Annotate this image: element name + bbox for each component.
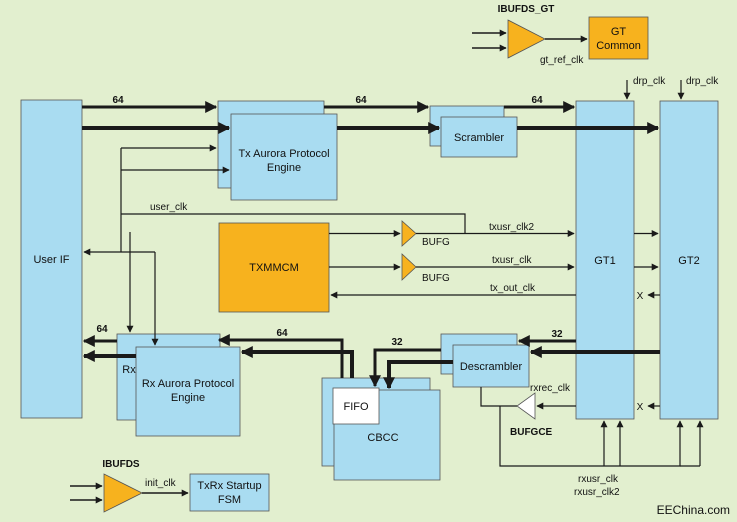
gt-common-label-2: Common — [596, 40, 641, 52]
descrambler-label: Descrambler — [460, 361, 523, 373]
user-if-label: User IF — [33, 254, 69, 266]
rx-engine-back-label: Rx — [122, 364, 136, 376]
txusr-clk-label: txusr_clk — [492, 255, 532, 266]
bufg-2-buffer: BUFG — [401, 253, 450, 284]
bufg-1-buffer: BUFG — [401, 220, 450, 248]
cbcc-label: CBCC — [367, 432, 398, 444]
startup-fsm-block: TxRx Startup FSM — [189, 473, 270, 512]
drp-clk-2-label: drp_clk — [686, 76, 719, 87]
wires — [70, 29, 704, 504]
scrambler-label: Scrambler — [454, 132, 504, 144]
startup-fsm-label-2: FSM — [218, 494, 241, 506]
txmmcm-label: TXMMCM — [249, 262, 299, 274]
rx-engine-label-1: Rx Aurora Protocol — [142, 378, 234, 390]
rx-engine-label-2: Engine — [171, 392, 205, 404]
bus-width-descrambler-to-cbcc: 32 — [391, 337, 403, 348]
gt-common-label-1: GT — [611, 26, 627, 38]
ibufds-buffer: IBUFDS — [102, 459, 143, 513]
user-clk-label: user_clk — [150, 202, 188, 213]
tx-engine-label-2: Engine — [267, 162, 301, 174]
gt-common-block: GT Common — [588, 16, 649, 60]
bufgce-buffer: BUFGCE — [510, 392, 553, 438]
rxrec-clk-label: rxrec_clk — [530, 383, 571, 394]
drp-clk-1-label: drp_clk — [633, 76, 666, 87]
user-if-block: User IF — [20, 99, 83, 419]
tx-out-clk-label: tx_out_clk — [490, 283, 536, 294]
bus-width-rx-to-user: 64 — [96, 324, 108, 335]
startup-fsm-label-1: TxRx Startup — [197, 480, 261, 492]
bufg-1-label: BUFG — [422, 237, 450, 248]
tx-aurora-engine-block: Tx Aurora Protocol Engine — [217, 100, 338, 201]
gt-ref-clk-label: gt_ref_clk — [540, 55, 584, 66]
bus-width-cbcc-to-rx: 64 — [276, 328, 288, 339]
txusr-clk2-label: txusr_clk2 — [489, 222, 534, 233]
fifo-block: FIFO — [332, 387, 380, 425]
init-clk-label: init_clk — [145, 478, 177, 489]
bus-width-user-to-tx: 64 — [112, 95, 124, 106]
descrambler-block: Descrambler — [440, 333, 530, 388]
bufgce-label: BUFGCE — [510, 427, 553, 438]
x-mark-tx: X — [637, 291, 644, 302]
gt1-label: GT1 — [594, 255, 615, 267]
gt2-block: GT2 — [659, 100, 719, 420]
watermark-text: EEChina.com — [657, 503, 730, 517]
scrambler-block: Scrambler — [429, 105, 518, 158]
bus-width-tx-to-scrambler: 64 — [355, 95, 367, 106]
bus-width-scrambler-to-gt: 64 — [531, 95, 543, 106]
fifo-label: FIFO — [343, 401, 368, 413]
bufg-2-label: BUFG — [422, 273, 450, 284]
gt2-label: GT2 — [678, 255, 699, 267]
rxusr-clk2-label: rxusr_clk2 — [574, 487, 620, 498]
ibufds-label: IBUFDS — [102, 459, 140, 470]
bus-width-gt-to-descrambler: 32 — [551, 329, 563, 340]
x-mark-rx: X — [637, 402, 644, 413]
rx-aurora-engine-block: Rx Rx Aurora Protocol Engine — [116, 333, 241, 437]
gt1-block: GT1 — [575, 100, 635, 420]
ibufds-gt-label: IBUFDS_GT — [498, 4, 555, 15]
tx-engine-label-1: Tx Aurora Protocol — [238, 148, 329, 160]
ibufds-gt-buffer: IBUFDS_GT — [498, 4, 555, 59]
txmmcm-block: TXMMCM — [218, 222, 330, 313]
rxusr-clk-label: rxusr_clk — [578, 474, 619, 485]
